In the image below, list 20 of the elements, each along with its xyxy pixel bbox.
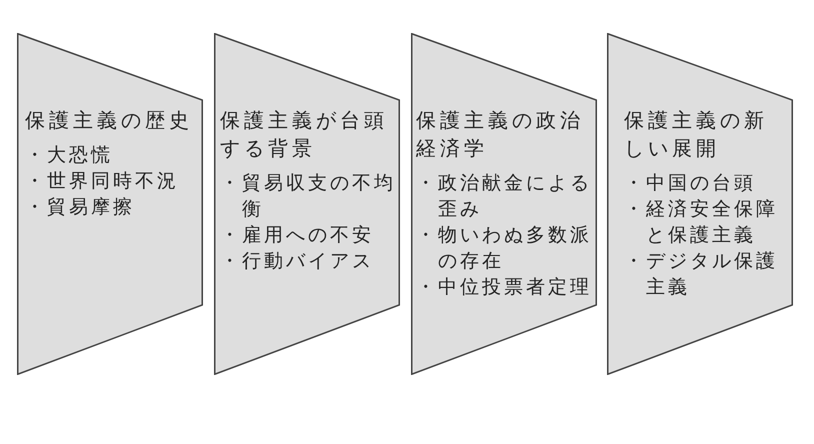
bullet-item: ・中国の台頭: [624, 171, 757, 196]
bullet-item: ・大恐慌: [25, 143, 114, 168]
trapezoid-panel: [607, 33, 793, 375]
trapezoid-panel: [411, 33, 597, 375]
panel-heading: 保護主義の歴史: [25, 107, 194, 134]
bullet-item: ・世界同時不況: [25, 169, 180, 194]
bullet-item: ・政治献金による歪み: [416, 171, 593, 222]
panel-heading: 保護主義の新しい展開: [624, 107, 769, 162]
panel-heading: 保護主義の政治経済学: [416, 107, 585, 162]
bullet-item: ・行動バイアス: [220, 249, 375, 274]
bullet-item: ・雇用への不安: [220, 223, 375, 248]
trapezoid-panel: [17, 33, 203, 375]
trapezoid-panel: [214, 33, 400, 375]
bullet-item: ・物いわぬ多数派の存在: [416, 223, 593, 274]
bullet-item: ・貿易収支の不均衡: [220, 171, 397, 222]
bullet-item: ・経済安全保障と保護主義: [624, 197, 779, 248]
panel-heading: 保護主義が台頭する背景: [220, 107, 389, 162]
bullet-item: ・中位投票者定理: [416, 275, 593, 300]
bullet-item: ・貿易摩擦: [25, 195, 136, 220]
bullet-item: ・デジタル保護主義: [624, 249, 779, 300]
